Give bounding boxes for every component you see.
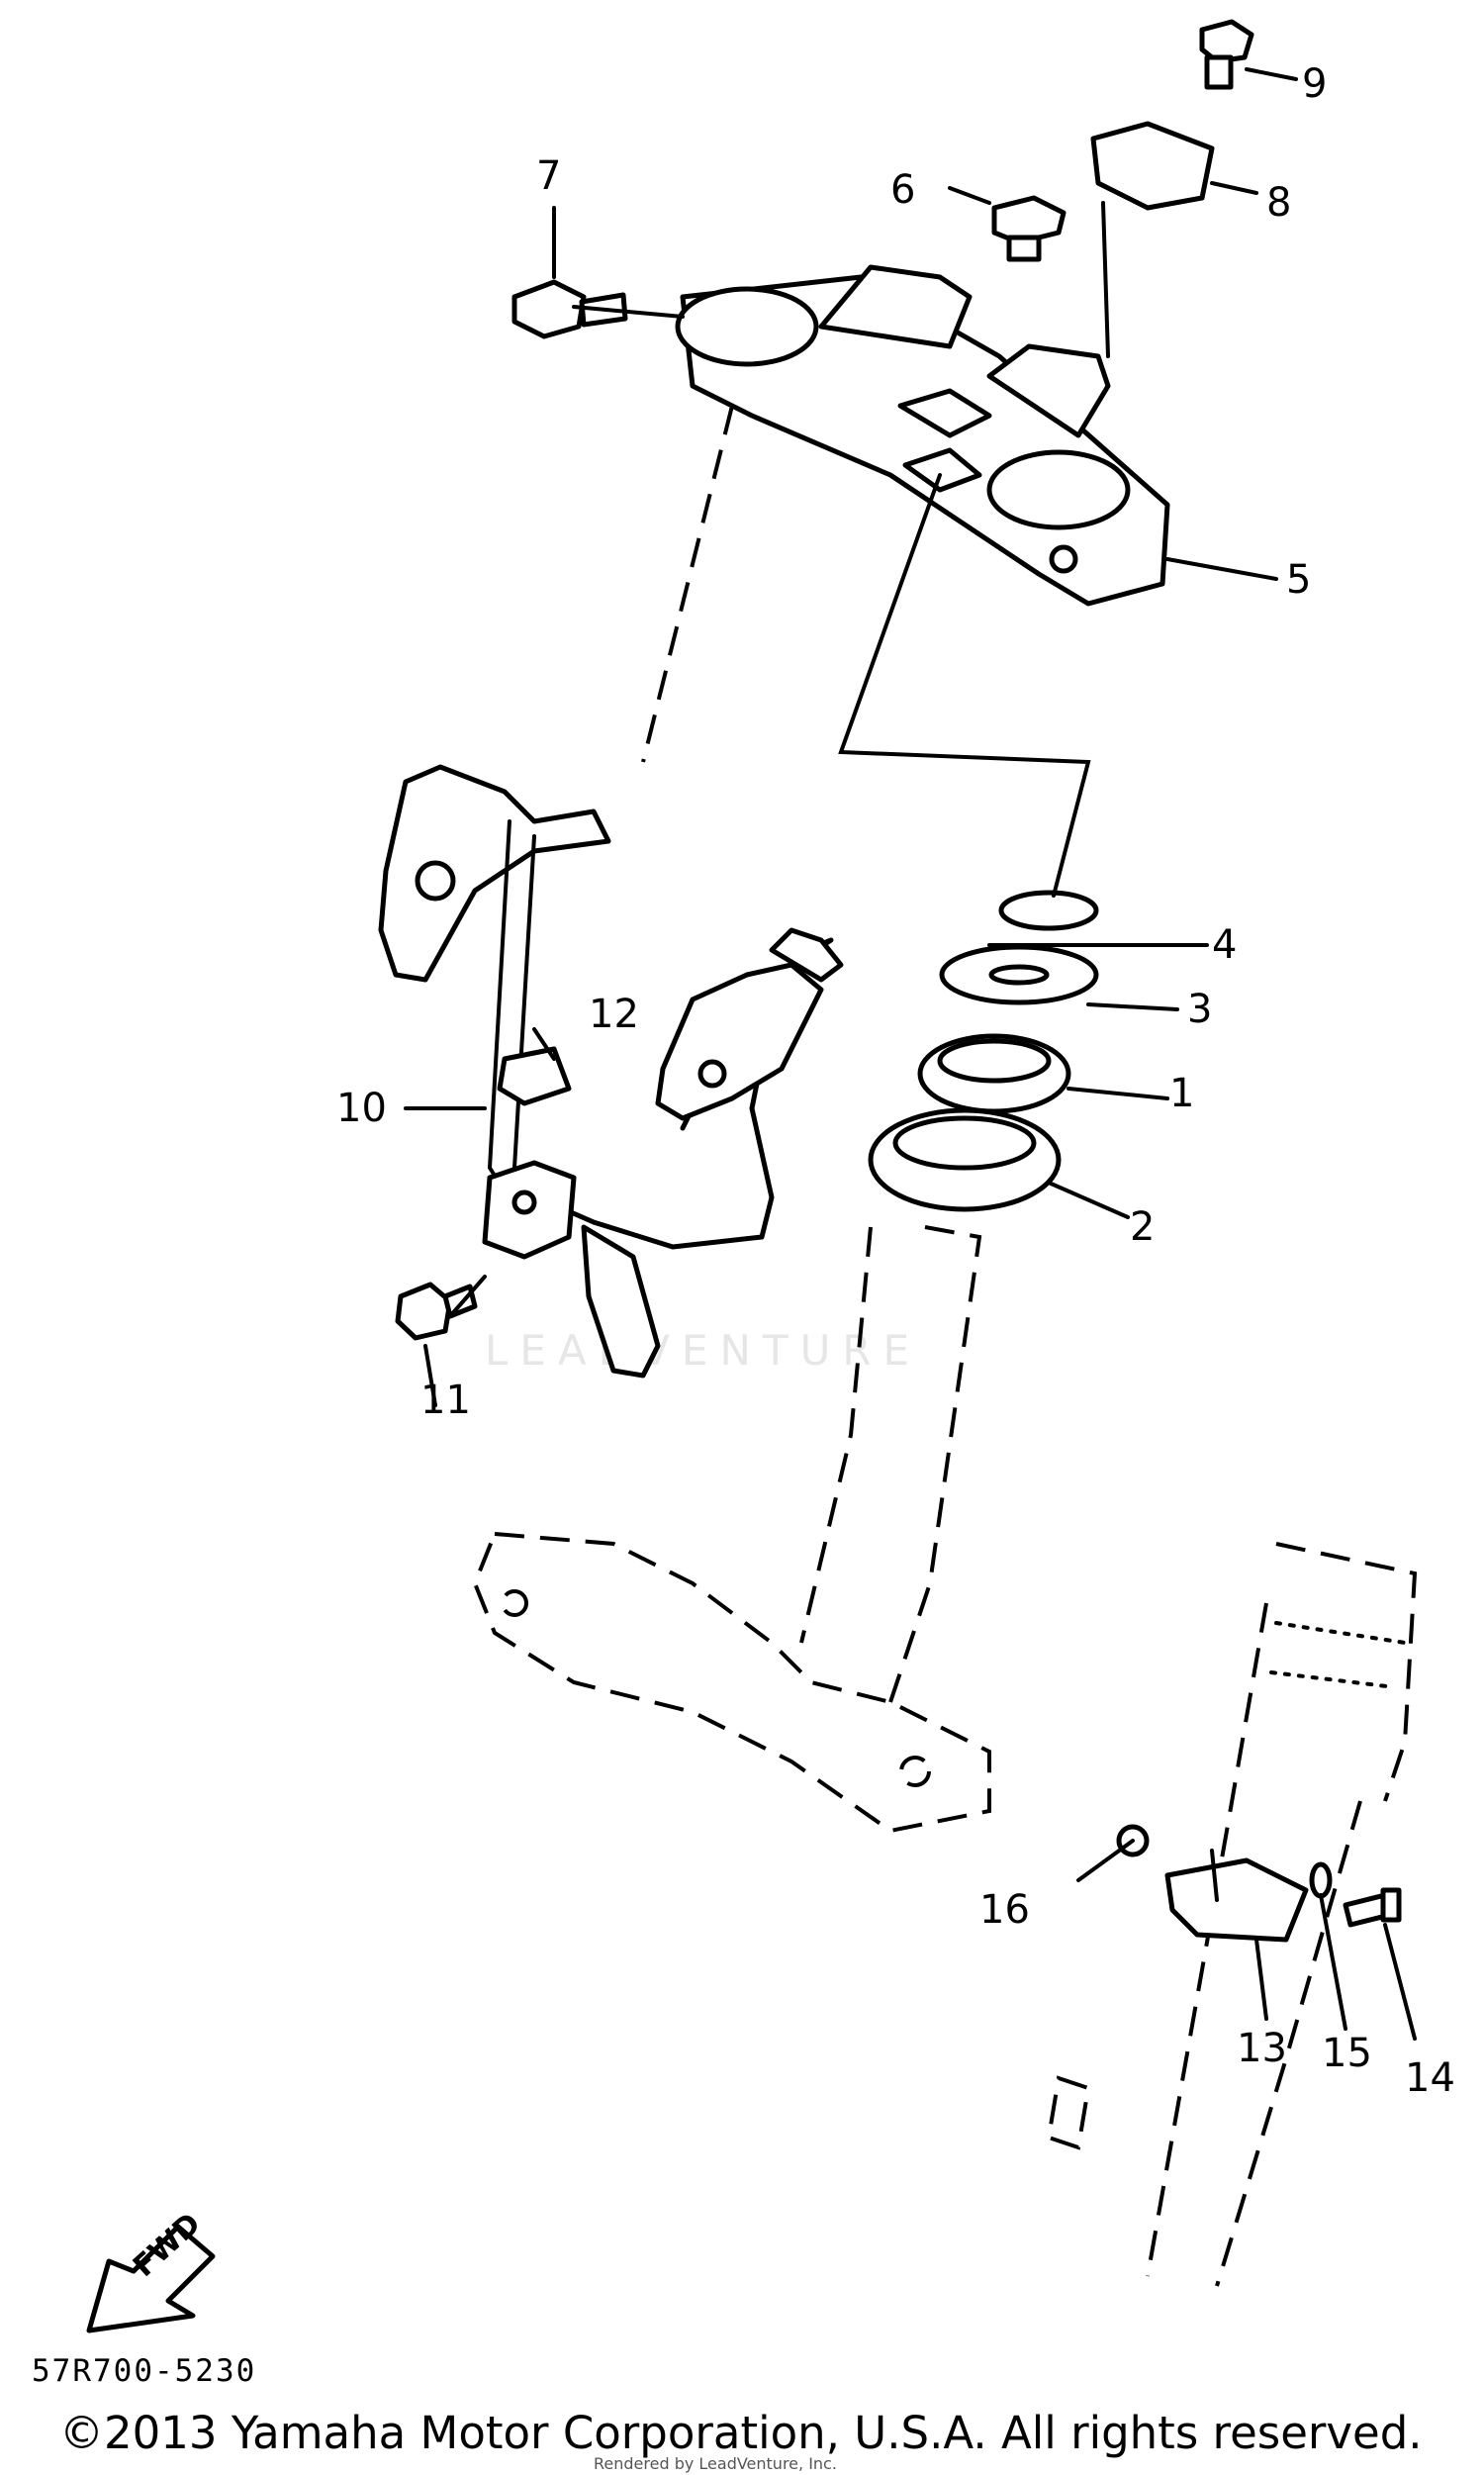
callout-15: 15 — [1322, 2031, 1372, 2076]
callout-14: 14 — [1405, 2055, 1455, 2101]
callout-1: 1 — [1169, 1071, 1195, 1116]
washer-15-part — [1309, 1861, 1333, 1899]
nut-4-part — [998, 890, 1099, 931]
callout-13: 13 — [1237, 2026, 1287, 2071]
grommet-12-part — [497, 1046, 572, 1106]
bolt-6-part — [991, 195, 1067, 262]
bearing-2-part — [868, 1107, 1062, 1212]
bolt-14-part — [1343, 1887, 1402, 1928]
washer-3-part — [939, 944, 1099, 1005]
leader-lines — [404, 67, 1417, 2041]
front-fork-outline — [1046, 1542, 1418, 2287]
watermark-text: LEADVENTURE — [485, 1326, 922, 1375]
callout-12: 12 — [589, 992, 639, 1037]
callout-8: 8 — [1266, 180, 1292, 226]
callout-4: 4 — [1212, 922, 1238, 968]
under-bracket-outline — [472, 1225, 991, 1834]
clamp-13-part — [1164, 1849, 1309, 1943]
upper-bracket-part — [675, 264, 1170, 607]
callout-16: 16 — [979, 1887, 1030, 1933]
bearing-1-part — [917, 1033, 1071, 1114]
bolt-7-part — [511, 279, 628, 339]
callout-11: 11 — [420, 1378, 471, 1423]
callout-9: 9 — [1302, 61, 1328, 107]
rendered-by-credit: Rendered by LeadVenture, Inc. — [594, 2454, 837, 2473]
bolt-9-part — [1199, 19, 1254, 90]
callout-3: 3 — [1187, 987, 1213, 1032]
callout-6: 6 — [890, 167, 916, 213]
callout-10: 10 — [336, 1086, 387, 1131]
fwd-arrow-icon — [86, 2224, 216, 2333]
copyright-notice: ©2013 Yamaha Motor Corporation, U.S.A. A… — [59, 2407, 1423, 2459]
diagram-code: 57R700-5230 — [32, 2353, 257, 2389]
bracket-10-part — [378, 764, 844, 1379]
callout-5: 5 — [1286, 557, 1312, 603]
bolt-11-part — [395, 1282, 478, 1341]
callout-2: 2 — [1130, 1204, 1156, 1250]
callout-7: 7 — [536, 153, 562, 199]
cap-8-part — [1090, 121, 1215, 211]
